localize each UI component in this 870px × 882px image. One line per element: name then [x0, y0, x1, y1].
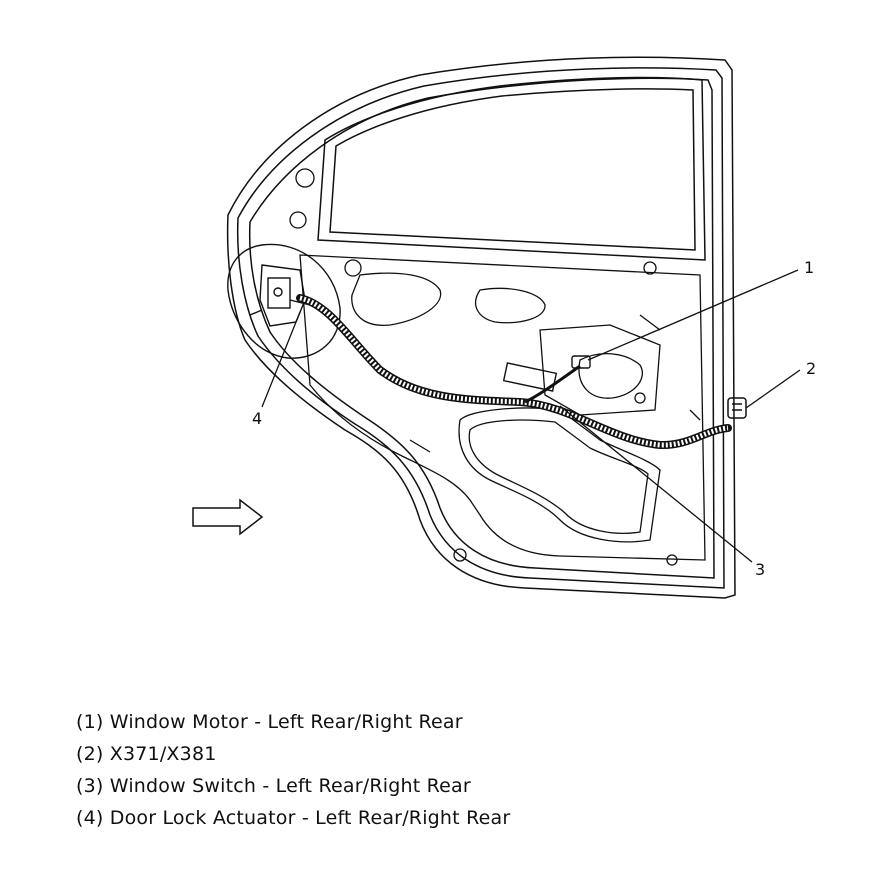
legend-item-window-motor: (1) Window Motor - Left Rear/Right Rear — [76, 711, 463, 733]
door-outer-panel — [226, 56, 736, 599]
door-inner-module — [289, 168, 706, 566]
x371-x381-connector — [727, 397, 747, 419]
callout-leaders — [261, 269, 801, 563]
legend-item-window-switch: (3) Window Switch - Left Rear/Right Rear — [76, 775, 471, 797]
callout-2: 2 — [806, 359, 816, 378]
rear-door-wiring-diagram: 1 2 3 4 — [192, 56, 816, 599]
direction-arrow-icon — [192, 498, 264, 536]
window-motor-bracket — [502, 355, 591, 392]
callout-4: 4 — [252, 409, 262, 428]
legend-item-door-lock-actuator: (4) Door Lock Actuator - Left Rear/Right… — [76, 807, 511, 829]
callout-1: 1 — [804, 258, 814, 277]
window-frame — [317, 76, 706, 261]
door-lock-actuator-detail — [227, 243, 341, 359]
callout-3: 3 — [755, 560, 765, 579]
component-legend: (1) Window Motor - Left Rear/Right Rear … — [76, 706, 510, 834]
wiring-harness — [296, 294, 732, 450]
legend-item-connector: (2) X371/X381 — [76, 743, 217, 765]
